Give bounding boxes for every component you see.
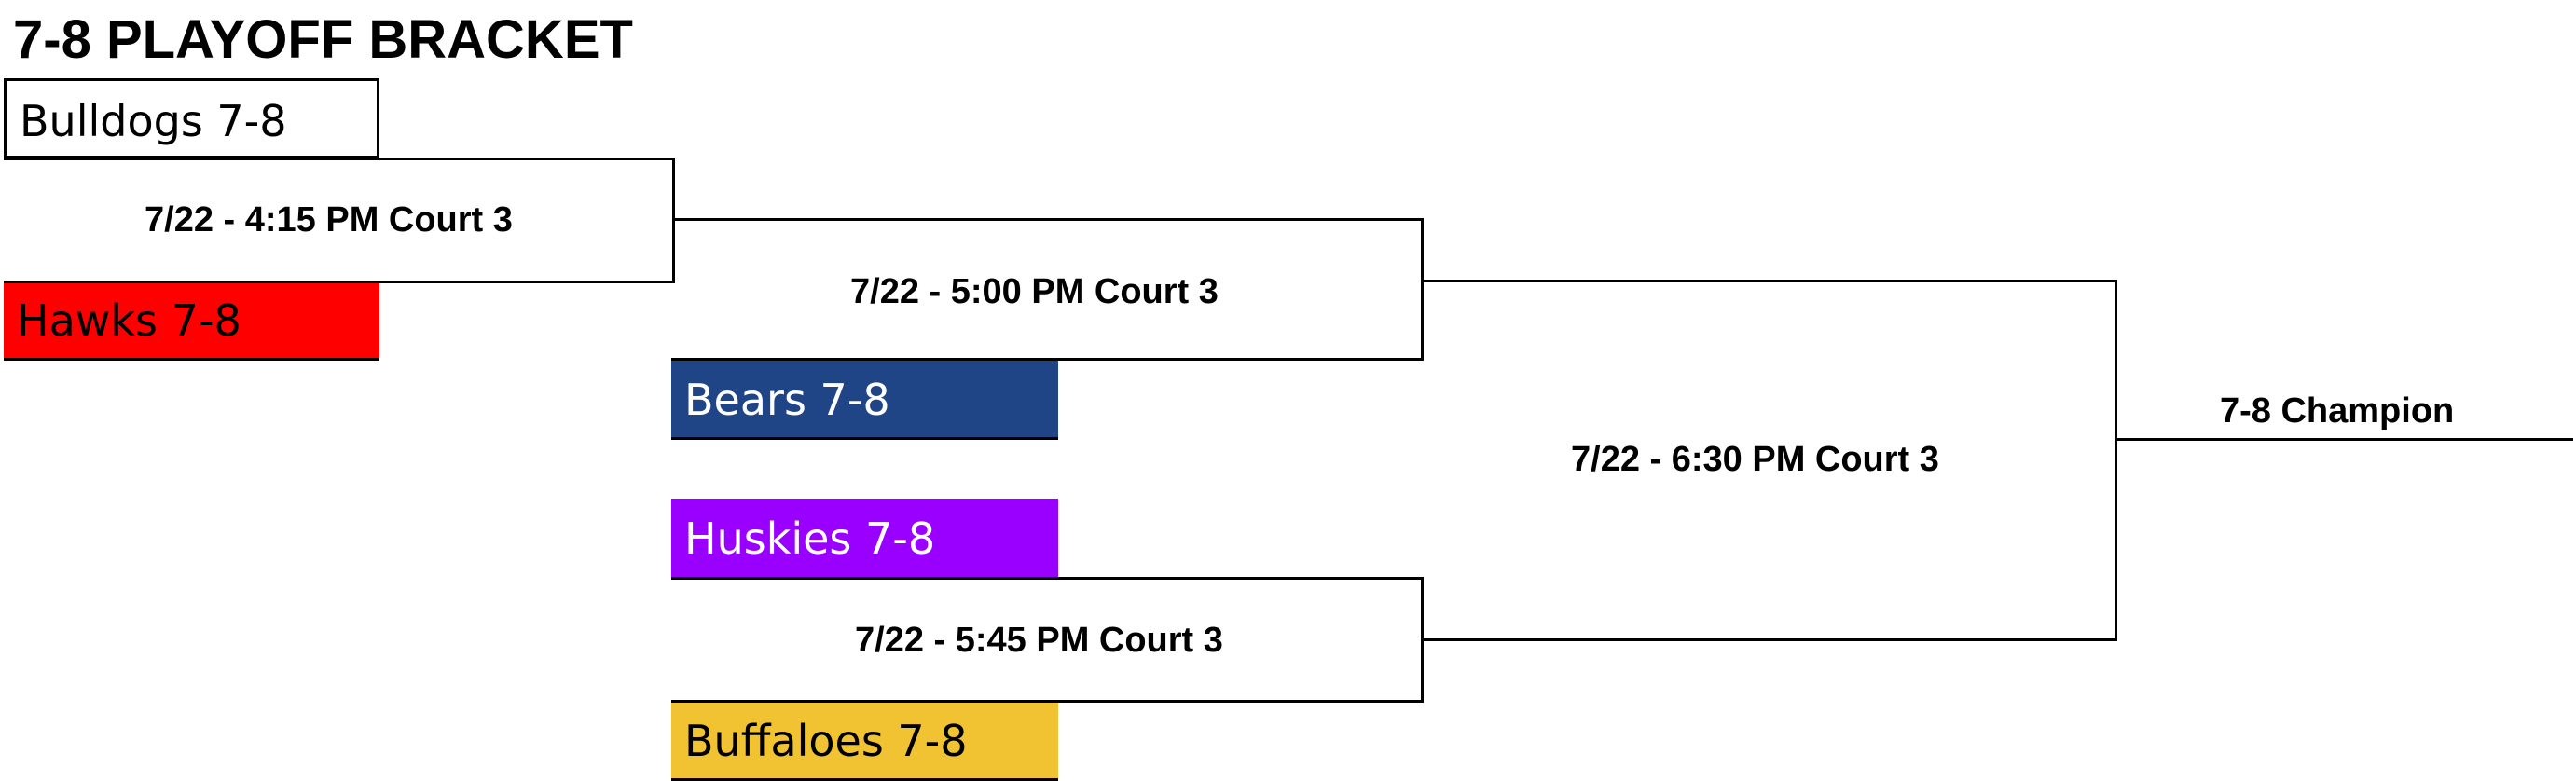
team-hawks: Hawks 7-8: [4, 281, 379, 361]
bracket-line-final-bottom: [1421, 638, 2117, 641]
page-title: 7-8 PLAYOFF BRACKET: [13, 9, 633, 70]
game-label-416: 7/22 - 4:15 PM Court 3: [145, 200, 513, 240]
bracket-line-r1-top: [4, 158, 675, 160]
bracket-line-r3-bottom: [671, 700, 1424, 703]
bracket-line-r3-top: [671, 577, 1424, 580]
game-label-500: 7/22 - 5:00 PM Court 3: [850, 272, 1219, 311]
bracket-line-final-vertical: [2115, 280, 2117, 641]
team-huskies: Huskies 7-8: [671, 499, 1058, 579]
champion-label: 7-8 Champion: [2220, 391, 2455, 431]
team-bulldogs: Bulldogs 7-8: [4, 78, 379, 158]
team-buffaloes: Buffaloes 7-8: [671, 701, 1058, 781]
team-bears: Bears 7-8: [671, 360, 1058, 440]
bracket-line-r2-bottom: [671, 358, 1424, 361]
game-label-545: 7/22 - 5:45 PM Court 3: [855, 621, 1223, 660]
bracket-line-r2-top: [672, 218, 1424, 221]
game-label-630: 7/22 - 6:30 PM Court 3: [1571, 440, 1939, 479]
bracket-line-r2-vertical: [1421, 218, 1424, 361]
bracket-line-final-top: [1421, 280, 2117, 282]
champion-line: [2115, 438, 2573, 441]
bracket-line-r1-bottom: [4, 281, 675, 283]
